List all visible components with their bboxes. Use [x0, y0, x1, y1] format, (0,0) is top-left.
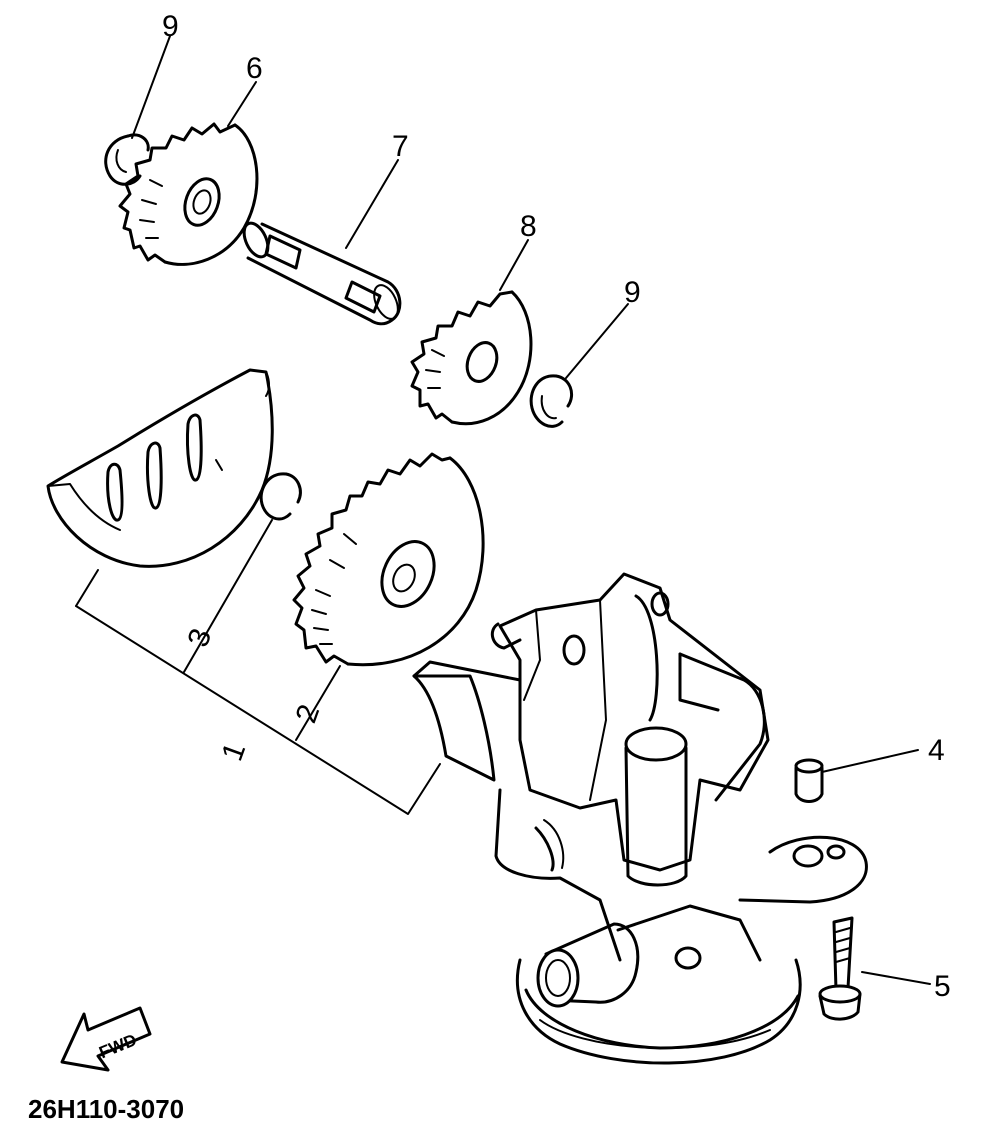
- callout-1: 1: [216, 738, 253, 765]
- part-code: 26H110-3070: [28, 1094, 184, 1124]
- shaft-part-7: [242, 221, 402, 326]
- fwd-label: FWD: [96, 1030, 139, 1062]
- circlip-part-3: [259, 472, 302, 521]
- dowel-part-4: [794, 758, 824, 803]
- callout-5: 5: [934, 970, 951, 1003]
- gear-part-8: [410, 290, 533, 426]
- leader-lines: [131, 35, 931, 985]
- circlip-part-9-right: [529, 374, 573, 428]
- callout-6: 6: [246, 52, 263, 85]
- callout-3: 3: [182, 624, 219, 651]
- pump-cover-plate: [46, 368, 274, 568]
- gear-part-6: [118, 122, 259, 266]
- callout-9-right: 9: [624, 276, 641, 309]
- forward-arrow-icon: FWD: [60, 1006, 152, 1072]
- gear-part-2: [292, 452, 485, 667]
- callout-7: 7: [392, 130, 409, 163]
- assembly-bracket: [75, 519, 441, 815]
- callout-8: 8: [520, 210, 537, 243]
- pump-body: [412, 572, 868, 1065]
- circlip-part-9-upper: [104, 133, 150, 186]
- callout-2: 2: [290, 700, 327, 727]
- callout-9-upper: 9: [162, 10, 179, 43]
- bolt-part-5: [818, 916, 862, 1021]
- callout-4: 4: [928, 734, 945, 767]
